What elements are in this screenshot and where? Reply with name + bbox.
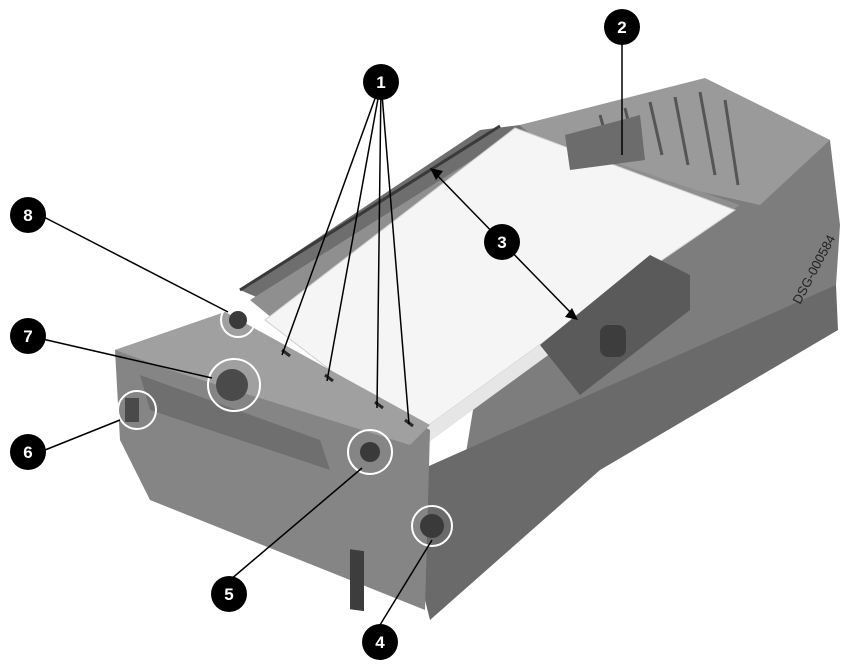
arrowhead-3a bbox=[430, 168, 443, 180]
tray-roller bbox=[229, 311, 247, 329]
highlight-ring-4 bbox=[411, 505, 453, 547]
callout-5-badge bbox=[211, 576, 247, 612]
leader-6 bbox=[39, 419, 121, 453]
tray-front-ledge bbox=[115, 312, 430, 445]
paper-tray-illustration bbox=[115, 78, 840, 620]
callout-7-number: 7 bbox=[23, 327, 32, 346]
callout-2-number: 2 bbox=[617, 18, 626, 37]
left-wall-edge bbox=[239, 124, 501, 292]
guide-latch bbox=[600, 325, 626, 357]
callout-7-badge bbox=[10, 318, 46, 354]
leader-7 bbox=[37, 337, 213, 379]
tray-handle-recess bbox=[140, 375, 330, 470]
callout-6-number: 6 bbox=[23, 443, 32, 462]
tray-back-wall bbox=[520, 78, 830, 205]
highlight-ring-5 bbox=[347, 429, 393, 475]
tray-right-wall-outer bbox=[420, 285, 838, 620]
tray-front-slot bbox=[350, 549, 364, 612]
callout-8: 8 bbox=[10, 197, 46, 233]
arrowhead-3b bbox=[565, 308, 578, 320]
highlight-ring-6 bbox=[117, 390, 157, 430]
callout-3: 3 bbox=[484, 224, 520, 260]
arrowheads bbox=[430, 168, 578, 320]
callout-1: 1 bbox=[363, 64, 399, 100]
leader-5 bbox=[229, 467, 363, 581]
leader-4 bbox=[379, 539, 433, 626]
callout-2-badge bbox=[604, 9, 640, 45]
callout-4-badge bbox=[362, 624, 398, 660]
leader-1b bbox=[326, 81, 382, 382]
leader-1a bbox=[281, 81, 382, 356]
callout-5: 5 bbox=[211, 576, 247, 612]
callout-4: 4 bbox=[362, 624, 398, 660]
highlight-ring-7 bbox=[207, 358, 261, 412]
callout-3-badge bbox=[484, 224, 520, 260]
highlight-ring-8 bbox=[220, 302, 256, 338]
leader-1c bbox=[376, 81, 382, 409]
callout-4-number: 4 bbox=[375, 633, 385, 652]
size-dial bbox=[216, 369, 248, 401]
callout-5-number: 5 bbox=[224, 585, 233, 604]
callout-8-number: 8 bbox=[23, 206, 32, 225]
paper-stack-edge bbox=[415, 330, 562, 450]
callout-3-number: 3 bbox=[497, 233, 506, 252]
callout-6: 6 bbox=[10, 434, 46, 470]
callout-2: 2 bbox=[604, 9, 640, 45]
callout-7: 7 bbox=[10, 318, 46, 354]
leader-1d bbox=[380, 81, 410, 425]
callout-1-badge bbox=[363, 64, 399, 100]
leader-8 bbox=[39, 214, 229, 313]
callout-6-badge bbox=[10, 434, 46, 470]
lock-button bbox=[360, 442, 380, 462]
highlight-rings bbox=[117, 302, 453, 547]
release-lever bbox=[420, 514, 444, 538]
paper-guide-rear bbox=[565, 115, 645, 170]
callout-1-number: 1 bbox=[376, 73, 385, 92]
tray-left-wall bbox=[240, 125, 525, 305]
side-latch bbox=[125, 398, 139, 422]
callout-8-badge bbox=[10, 197, 46, 233]
